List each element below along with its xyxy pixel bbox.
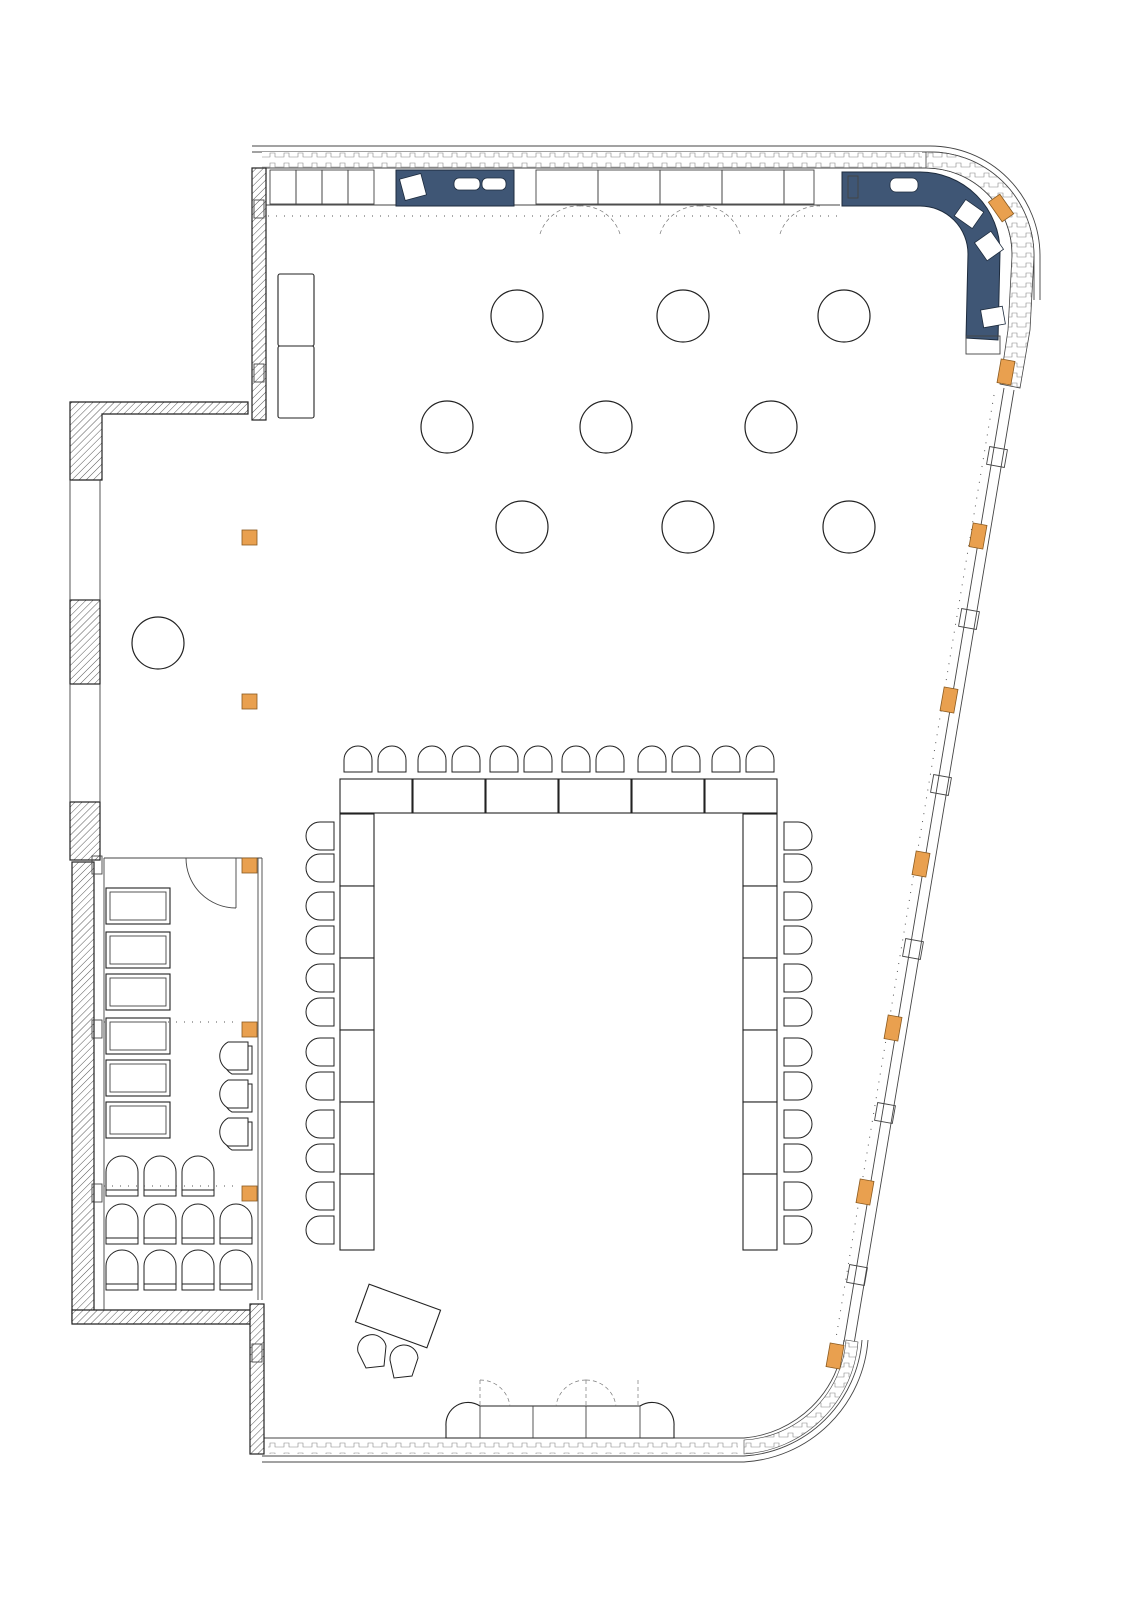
column bbox=[241, 529, 258, 546]
facade-bottom bbox=[262, 1339, 869, 1463]
column bbox=[996, 358, 1016, 386]
walls-left bbox=[69, 167, 267, 1455]
round-table bbox=[661, 500, 715, 554]
round-table bbox=[495, 500, 549, 554]
chairs-left bbox=[305, 821, 335, 1245]
chairs-right bbox=[783, 821, 813, 1245]
storage-stacked-chairs bbox=[105, 1041, 253, 1291]
left-wall-openings bbox=[91, 199, 265, 1363]
storage-stacked-tables bbox=[105, 887, 171, 1139]
top-window-bays bbox=[268, 169, 840, 217]
round-table bbox=[744, 400, 798, 454]
column bbox=[241, 857, 258, 874]
round-table bbox=[817, 289, 871, 343]
columns bbox=[241, 193, 1016, 1370]
round-table bbox=[579, 400, 633, 454]
column bbox=[987, 193, 1015, 223]
round-table bbox=[131, 616, 185, 670]
column bbox=[968, 522, 988, 550]
round-table bbox=[822, 500, 876, 554]
facade-top bbox=[252, 145, 1041, 300]
column bbox=[939, 686, 959, 714]
column bbox=[911, 850, 931, 878]
column bbox=[825, 1342, 845, 1370]
column bbox=[241, 693, 258, 710]
column bbox=[855, 1178, 875, 1206]
column bbox=[241, 1185, 258, 1202]
round-tables bbox=[131, 289, 876, 670]
top-door-swings bbox=[539, 205, 821, 235]
column bbox=[883, 1014, 903, 1042]
round-table bbox=[420, 400, 474, 454]
lounge-top bbox=[395, 169, 515, 207]
conference-tables bbox=[339, 778, 778, 1251]
lounge-curved bbox=[841, 171, 1006, 355]
column bbox=[241, 1021, 258, 1038]
round-table bbox=[490, 289, 544, 343]
storage-door[interactable] bbox=[185, 857, 237, 909]
round-table bbox=[656, 289, 710, 343]
chairs-top bbox=[343, 745, 775, 773]
small-table-group bbox=[354, 1283, 442, 1379]
bottom-entrance bbox=[445, 1379, 675, 1439]
bench-left bbox=[277, 273, 315, 419]
